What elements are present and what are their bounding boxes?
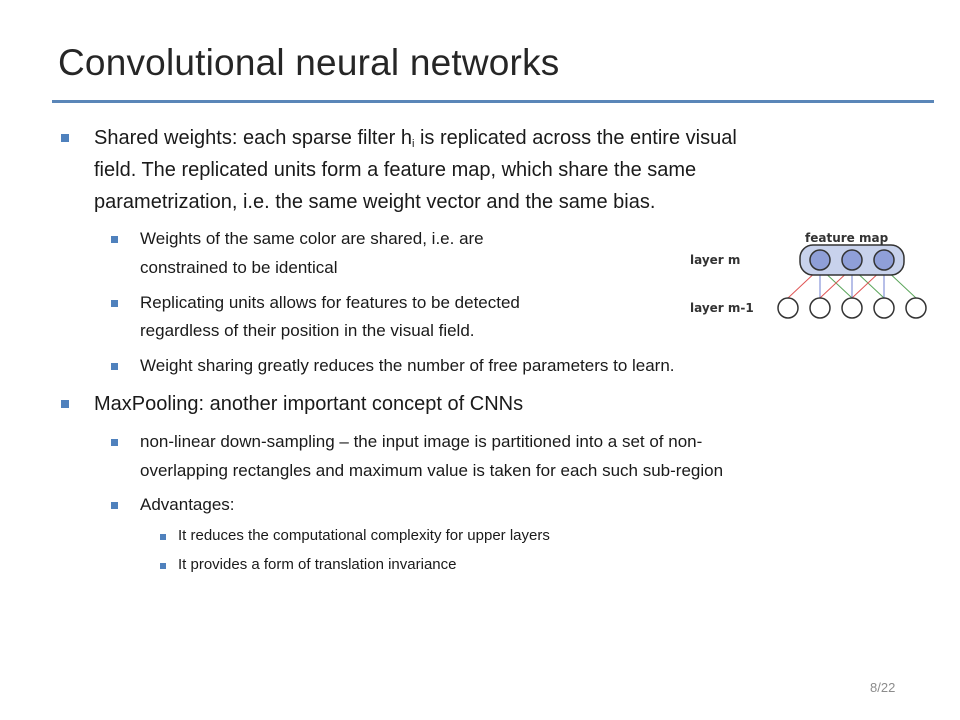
input-unit [809, 297, 831, 319]
sub-bullet-same-color-line1: Weights of the same color are shared, i.… [140, 229, 484, 248]
sub-bullet-nonlinear-line1: non-linear down-sampling – the input ima… [140, 432, 703, 451]
feature-map-label: feature map [805, 231, 889, 245]
input-unit [841, 297, 863, 319]
sub-sub-bullet-complexity: It reduces the computational complexity … [178, 527, 550, 544]
sub-sub-bullet-marker [160, 563, 166, 569]
slide-title: Convolutional neural networks [58, 42, 560, 83]
feature-unit [841, 249, 863, 271]
bullet-maxpooling: MaxPooling: another important concept of… [94, 393, 524, 415]
layer-m-1-label: layer m-1 [690, 301, 754, 315]
feature-unit [873, 249, 895, 271]
bullet-marker [61, 134, 69, 142]
text-segment: is replicated across the entire visual [414, 127, 737, 149]
sub-bullet-same-color-line2: constrained to be identical [140, 258, 338, 277]
page-number: 8/22 [870, 680, 896, 695]
sub-bullet-marker [111, 236, 118, 243]
bullet-shared-weights-line3: parametrization, i.e. the same weight ve… [94, 191, 656, 213]
sub-bullet-marker [111, 300, 118, 307]
feature-map-diagram: feature map layer m layer m-1 [690, 231, 927, 319]
sub-bullet-nonlinear-line2: overlapping rectangles and maximum value… [140, 461, 724, 480]
layer-m-label: layer m [690, 253, 740, 267]
sub-bullet-advantages: Advantages: [140, 495, 235, 514]
sub-bullet-weight-sharing: Weight sharing greatly reduces the numbe… [140, 356, 675, 375]
bullet-shared-weights-line2: field. The replicated units form a featu… [94, 159, 697, 181]
sub-bullet-replicating-line1: Replicating units allows for features to… [140, 293, 520, 312]
sub-sub-bullet-marker [160, 534, 166, 540]
bullet-marker [61, 400, 69, 408]
sub-bullet-marker [111, 502, 118, 509]
input-unit [905, 297, 927, 319]
feature-unit [809, 249, 831, 271]
input-unit [873, 297, 895, 319]
subscript-i: i [411, 138, 415, 150]
input-unit [777, 297, 799, 319]
text-segment: Shared weights: each sparse filter h [94, 127, 412, 149]
sub-sub-bullet-invariance: It provides a form of translation invari… [178, 556, 457, 573]
sub-bullet-replicating-line2: regardless of their position in the visu… [140, 321, 475, 340]
sub-bullet-marker [111, 363, 118, 370]
sub-bullet-marker [111, 439, 118, 446]
bullet-shared-weights-line1: Shared weights: each sparse filter hi is… [94, 127, 737, 150]
title-divider [52, 100, 934, 103]
